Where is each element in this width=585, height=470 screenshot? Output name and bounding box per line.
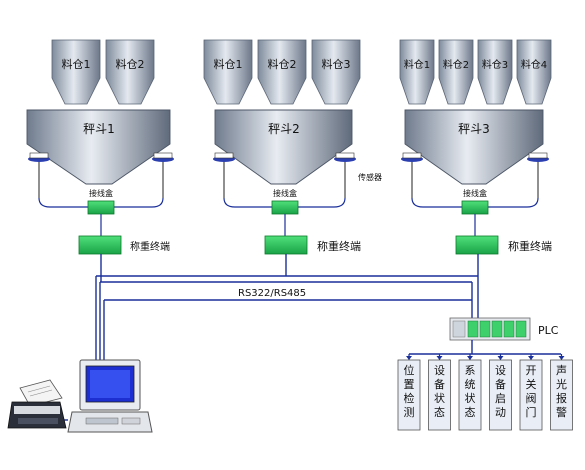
bus-label: RS322/RS485 [238,288,306,299]
silo-label: 料仓1 [214,57,243,71]
junction-box-3 [461,200,489,215]
silo-label: 料仓2 [268,57,297,71]
terminal-label: 称重终端 [317,239,361,253]
terminal-label: 称重终端 [130,240,170,253]
junction-label: 接线盒 [273,188,297,198]
plc-output-5: 开关阀门 [519,354,543,431]
silo-2-3: 料仓3 [311,39,361,105]
load-cell-right-1 [152,152,174,198]
silo-label: 料仓1 [404,58,430,71]
plc-output-box [489,359,512,431]
hopper-2: 秤斗2 [214,109,353,185]
hopper-label: 秤斗2 [268,122,300,136]
terminal-label: 称重终端 [508,239,552,253]
hopper-label: 秤斗1 [83,122,115,136]
load-cell-right-3 [527,152,549,198]
silo-label: 料仓3 [322,57,351,71]
junction-label: 接线盒 [463,188,487,198]
plc-output-box [550,359,573,431]
plc-outputs: 位置检测 设备状态 系统状态 设备启动 开关阀门 声光报警 [397,354,573,431]
hopper-1: 秤斗1 [26,109,171,185]
silo-1-1: 料仓1 [51,39,101,105]
weigh-group-2: 料仓1 料仓2 料仓3 秤斗2 传感器 接线盒 称重终 [203,39,382,276]
plc-output-box [519,359,543,431]
weigh-group-3: 料仓1 料仓2 料仓3 料仓4 秤斗3 接线盒 [399,39,552,318]
silo-3-2: 料仓2 [438,39,474,105]
weigh-group-1: 料仓1 料仓2 秤斗1 接线盒 称重终端 [26,39,174,282]
plc-output-label: 设备启动 [495,364,506,419]
junction-box-2 [271,200,299,215]
junction-label: 接线盒 [89,188,113,198]
silo-label: 料仓2 [116,57,145,71]
silo-3-1: 料仓1 [399,39,435,105]
weighing-terminal-2 [264,235,308,255]
plc-output-label: 位置检测 [404,363,415,419]
silo-2-2: 料仓2 [257,39,307,105]
printer-icon [7,379,68,429]
plc-output-box [397,359,421,431]
weighing-terminal-1 [78,235,122,255]
plc-output-3: 系统状态 [458,354,482,431]
sensor-label: 传感器 [358,172,382,182]
load-cell-left-2 [213,152,235,198]
plc-output-2: 设备状态 [428,354,451,431]
silo-label: 料仓3 [482,58,508,71]
computer-icon [67,359,153,433]
rs485-bus: RS322/RS485 [95,275,478,370]
junction-box-1 [87,200,115,215]
plc-output-box [428,359,451,431]
plc-output-label: 声光报警 [556,363,567,419]
silo-label: 料仓1 [62,57,91,71]
hopper-label: 秤斗3 [458,122,490,136]
plc-output-label: 开关阀门 [526,364,537,419]
silo-label: 料仓4 [521,58,547,71]
plc-output-6: 声光报警 [550,354,573,431]
plc-output-label: 设备状态 [434,364,445,419]
plc-output-label: 系统状态 [465,364,476,419]
silo-2-1: 料仓1 [203,39,253,105]
load-cell-left-3 [401,152,423,198]
plc-unit: PLC [409,317,561,355]
silo-3-3: 料仓3 [477,39,513,105]
silo-3-4: 料仓4 [516,39,552,105]
silo-label: 料仓2 [443,58,469,71]
plc-label: PLC [538,324,559,337]
weighing-terminal-3 [455,235,499,255]
hopper-3: 秤斗3 [404,109,544,185]
load-cell-right-2 [334,152,356,198]
load-cell-left-1 [28,152,50,198]
plc-output-box [458,359,482,431]
silo-1-2: 料仓2 [105,39,155,105]
plc-output-4: 设备启动 [489,354,512,431]
plc-output-1: 位置检测 [397,354,421,431]
